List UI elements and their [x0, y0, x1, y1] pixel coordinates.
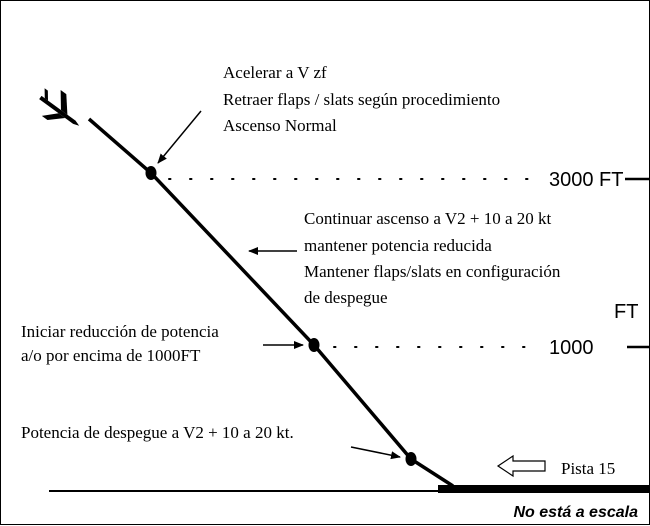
annotation-line: Iniciar reducción de potencia — [21, 322, 219, 341]
airplane-icon — [39, 88, 80, 126]
annotation-line: Ascenso Normal — [223, 116, 337, 135]
left-arrow-icon — [496, 454, 546, 478]
annotation-line: Acelerar a V zf — [223, 63, 327, 82]
scale-note: No está a escala — [513, 504, 638, 521]
takeoff-annotation-arrow — [350, 446, 401, 460]
altitude-unit-label: FT — [614, 301, 638, 323]
runway-label: Pista 15 — [561, 459, 615, 478]
top-annotation-arrow — [157, 110, 202, 164]
top-annotation: Acelerar a V zf Retraer flaps / slats se… — [223, 63, 500, 135]
annotation-line: Retraer flaps / slats según procedimient… — [223, 90, 500, 109]
runway-strip — [438, 485, 649, 493]
altitude-3000-label: 3000 FT — [549, 169, 623, 191]
altitude-1000-label: 1000 — [549, 337, 594, 359]
annotation-line: de despegue — [304, 288, 388, 307]
middle-annotation: Continuar ascenso a V2 + 10 a 20 kt mant… — [304, 209, 561, 307]
waypoint-takeoff — [405, 452, 417, 466]
reduction-annotation: Iniciar reducción de potencia a/o por en… — [21, 322, 219, 365]
annotation-line: Continuar ascenso a V2 + 10 a 20 kt — [304, 209, 552, 228]
waypoint-3000 — [145, 166, 157, 180]
takeoff-annotation: Potencia de despegue a V2 + 10 a 20 kt. — [21, 423, 294, 442]
annotation-line: a/o por encima de 1000FT — [21, 346, 201, 365]
waypoint-1000 — [308, 338, 320, 352]
annotation-line: Mantener flaps/slats en configuración — [304, 262, 561, 281]
annotation-line: mantener potencia reducida — [304, 236, 492, 255]
